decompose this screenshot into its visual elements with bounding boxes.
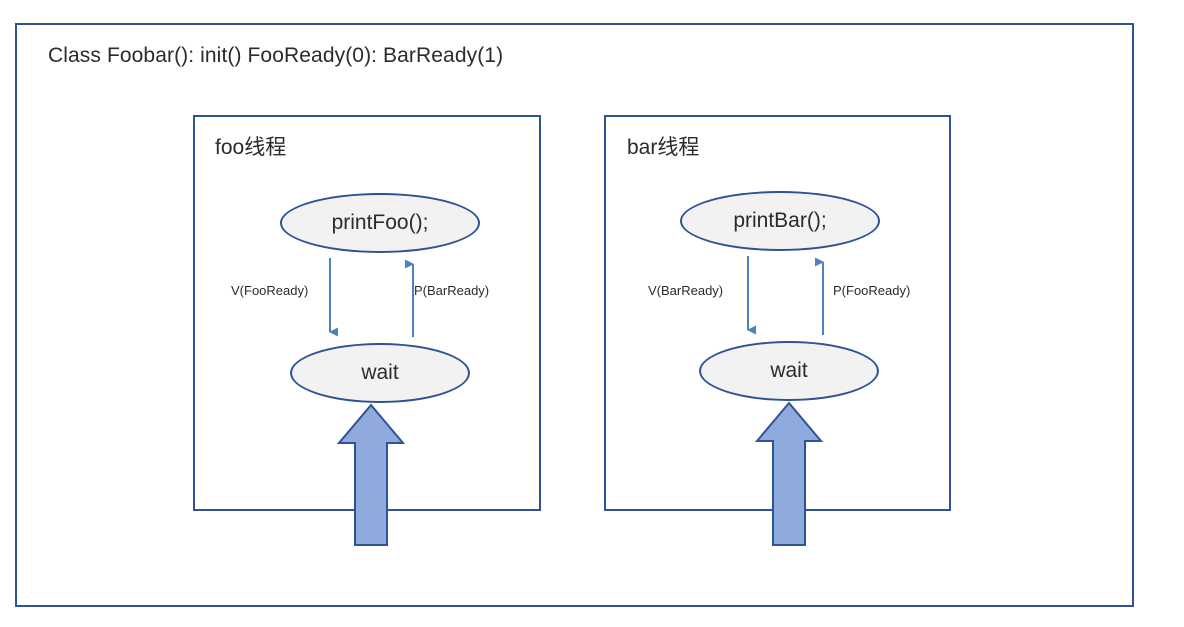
node-print-foo: printFoo(); bbox=[280, 193, 480, 253]
edge-label-foo-p: P(BarReady) bbox=[414, 283, 490, 298]
node-print-bar: printBar(); bbox=[680, 191, 880, 251]
edge-label-bar-p: P(FooReady) bbox=[833, 283, 911, 298]
edge-label-bar-v: V(BarReady) bbox=[648, 283, 724, 298]
diagram-title: Class Foobar(): init() FooReady(0): BarR… bbox=[48, 44, 504, 67]
node-bar-wait: wait bbox=[699, 341, 879, 401]
thread-label-bar: bar线程 bbox=[627, 136, 700, 159]
diagram-outer-frame bbox=[15, 23, 1134, 607]
edge-label-foo-v: V(FooReady) bbox=[231, 283, 309, 298]
thread-box-foo bbox=[193, 115, 541, 511]
thread-box-bar bbox=[604, 115, 951, 511]
node-foo-wait: wait bbox=[290, 343, 470, 403]
thread-label-foo: foo线程 bbox=[215, 136, 287, 159]
